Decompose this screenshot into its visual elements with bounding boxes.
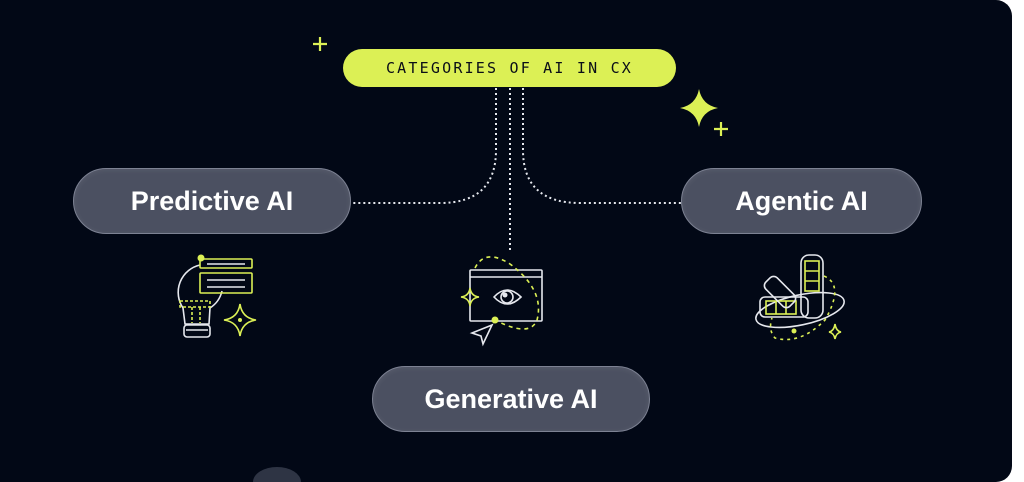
plus-icon xyxy=(313,37,327,51)
browser-eye-icon xyxy=(460,256,543,347)
scroll-indicator[interactable] xyxy=(253,467,301,482)
category-label: Predictive AI xyxy=(130,185,294,216)
category-pill-generative: Generative AI xyxy=(372,366,650,432)
category-label: Generative AI xyxy=(424,383,598,414)
category-pill-agentic: Agentic AI xyxy=(681,168,922,234)
connector-agentic xyxy=(522,88,682,204)
swatch-fan-icon xyxy=(755,254,845,341)
category-label: Agentic AI xyxy=(735,185,868,216)
lightbulb-chat-icon xyxy=(177,254,257,338)
sparkle-decorations xyxy=(313,37,728,136)
sparkle-icon xyxy=(680,89,718,127)
plus-icon xyxy=(714,122,728,136)
category-pill-predictive: Predictive AI xyxy=(73,168,351,234)
connector-predictive xyxy=(350,88,497,204)
title-badge: CATEGORIES OF AI IN CX xyxy=(343,49,676,87)
